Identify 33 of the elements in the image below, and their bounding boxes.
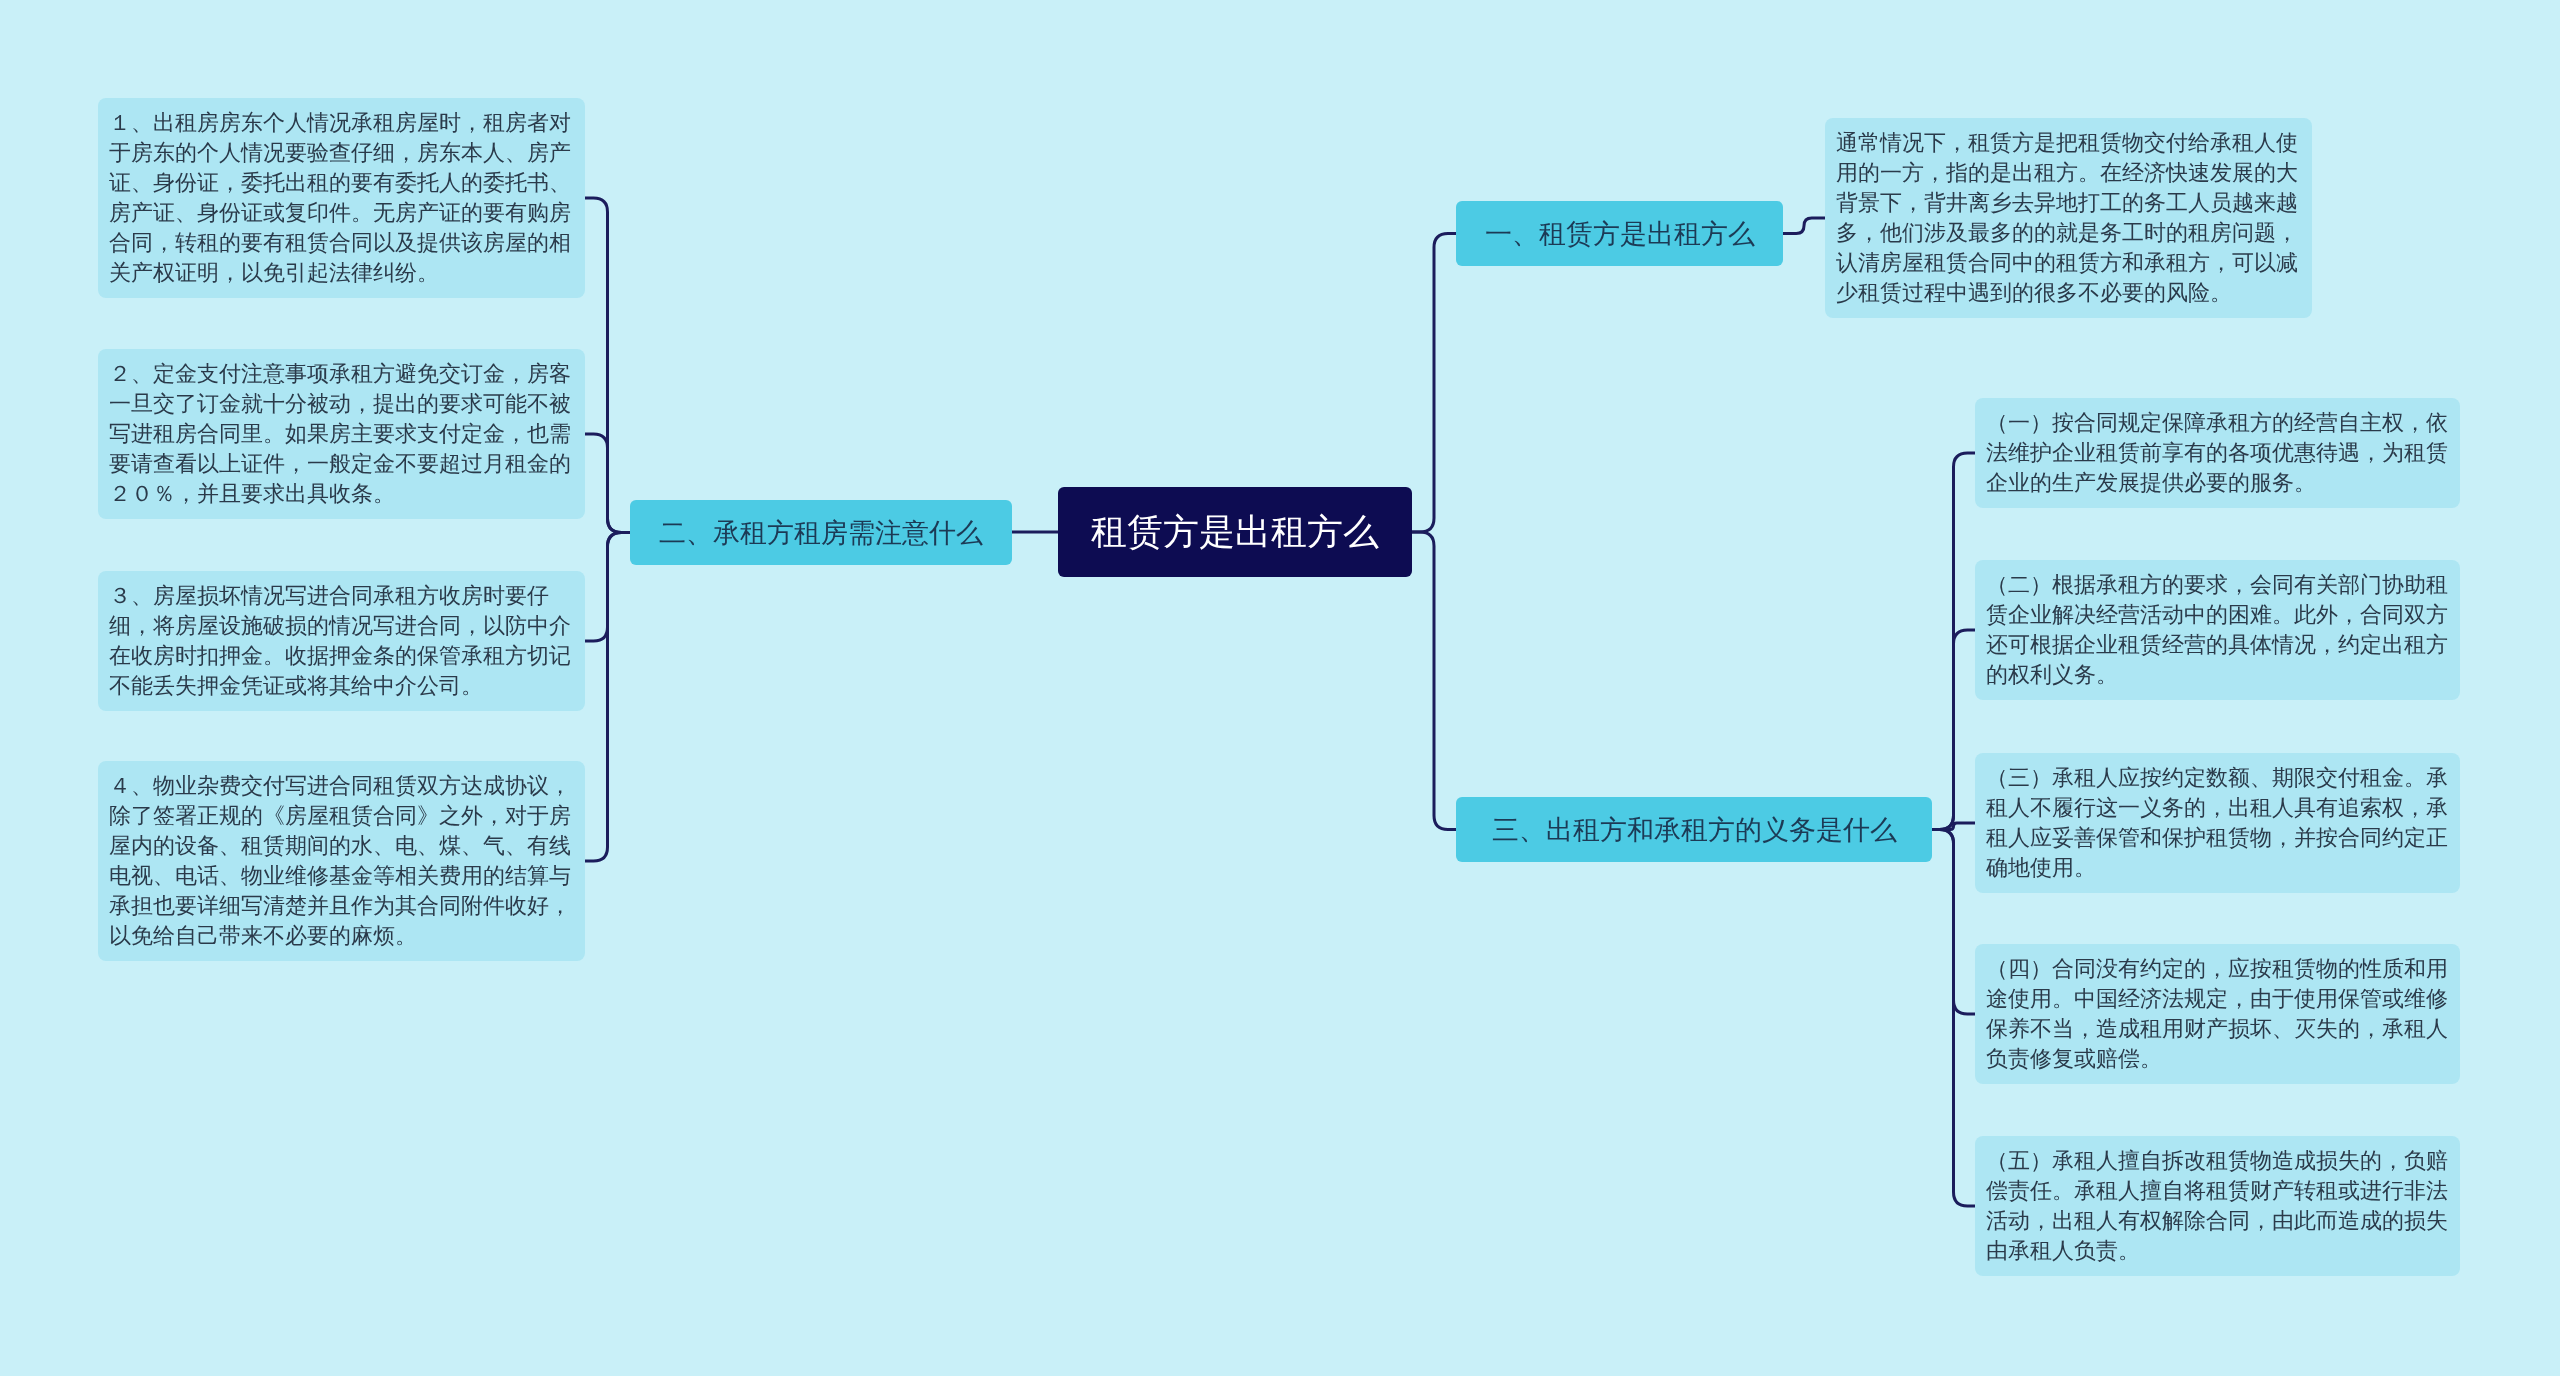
topic-text: 一、租赁方是出租方么 [1484,216,1755,251]
topic-text: 二、承租方租房需注意什么 [659,515,983,550]
topic-text: 三、出租方和承租方的义务是什么 [1491,812,1897,847]
detail-text: （五）承租人擅自拆改租赁物造成损失的，负赔偿责任。承租人擅自将租赁财产转租或进行非法活动，出租人有权解除合同，由此而造成的损失由承租人负责。 [1986,1147,2449,1265]
detail-text: （一）按合同规定保障承租方的经营自主权，依法维护企业租赁前享有的各项优惠待遇，为租赁企业的生产发展提供必要的服务。 [1986,409,2449,497]
detail-text: 通常情况下，租赁方是把租赁物交付给承租人使用的一方，指的是出租方。在经济快速发展的大背景下，背井离乡去异地打工的务工人员越来越多，他们涉及最多的的就是务工时的租房问题，认清房屋租赁合同中的租赁方和承租方，可以减少租赁过程中遇到的很多不必要的风险。 [1836,129,2299,307]
central-topic [1058,487,1412,577]
branch-topic [630,500,1012,565]
detail-card [1975,1136,2460,1276]
detail-card [98,98,585,298]
detail-text: ３、房屋损坏情况写进合同承租方收房时要仔细，将房屋设施破损的情况写进合同，以防中介在收房时扣押金。收据押金条的保管承租方切记不能丢失押金凭证或将其给中介公司。 [109,582,572,700]
connector-line [1783,216,1825,235]
detail-text: （四）合同没有约定的，应按租赁物的性质和用途使用。中国经济法规定，由于使用保管或维修保养不当，造成租用财产损坏、灭失的，承租人负责修复或赔偿。 [1986,955,2449,1073]
detail-card [1975,944,2460,1084]
connector-line [585,531,630,863]
detail-card [98,761,585,961]
topic-text: 租赁方是出租方么 [1091,509,1379,554]
detail-card [1975,398,2460,508]
detail-text: ２、定金支付注意事项承租方避免交订金，房客一旦交了订金就十分被动，提出的要求可能不被写进租房合同里。如果房主要求支付定金，也需要请查看以上证件，一般定金不要超过月租金的２０％，并且要求出具收条。 [109,360,572,508]
detail-text: ４、物业杂费交付写进合同租赁双方达成协议，除了签署正规的《房屋租赁合同》之外，对于房屋内的设备、租赁期间的水、电、煤、气、有线电视、电话、物业维修基金等相关费用的结算与承担也要详细写清楚并且作为其合同附件收好，以免给自己带来不必要的麻烦。 [109,772,572,950]
detail-card [1975,560,2460,700]
detail-card [1825,118,2312,318]
detail-card [98,349,585,519]
connector-line [1012,530,1058,534]
branch-topic [1456,201,1783,266]
branch-topic [1456,797,1932,862]
detail-card [1975,753,2460,893]
detail-text: １、出租房房东个人情况承租房屋时，租房者对于房东的个人情况要验查仔细，房东本人、房产证、身份证，委托出租的要有委托人的委托书、房产证、身份证或复印件。无房产证的要有购房合同，转租的要有租赁合同以及提供该房屋的相关产权证明，以免引起法律纠纷。 [109,109,572,287]
connector-line [1932,828,1975,1208]
detail-card [98,571,585,711]
detail-text: （三）承租人应按约定数额、期限交付租金。承租人不履行这一义务的，出租人具有追索权，承租人应妥善保管和保护租赁物，并按合同约定正确地使用。 [1986,764,2449,882]
detail-text: （二）根据承租方的要求，会同有关部门协助租赁企业解决经营活动中的困难。此外，合同双方还可根据企业租赁经营的具体情况，约定出租方的权利义务。 [1986,571,2449,689]
connector-line [1412,530,1456,831]
